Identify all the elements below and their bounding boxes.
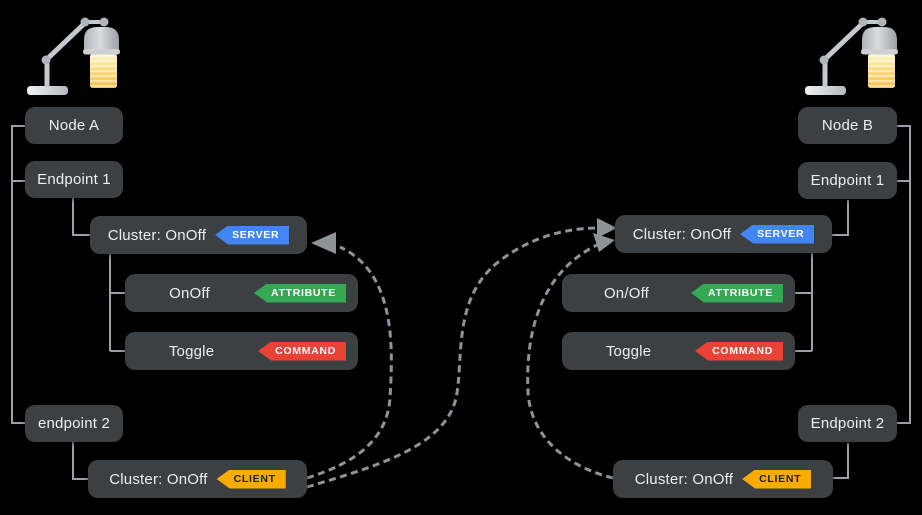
arrowhead-into-server-b-top [597, 218, 617, 238]
arrowhead-into-server-b-bottom [593, 233, 615, 252]
node-a-endpoint2-box: endpoint 2 [25, 405, 123, 442]
tree-lines-node-b [795, 125, 911, 479]
node-a-attribute-box: OnOff ATTRIBUTE [125, 274, 358, 312]
node-b-endpoint1-label: Endpoint 1 [810, 172, 885, 189]
client-role-badge: CLIENT [742, 469, 812, 489]
node-b-client-cluster-label: Cluster: OnOff [634, 470, 734, 488]
node-b-attribute-box: On/Off ATTRIBUTE [562, 274, 795, 312]
node-a-label: Node A [48, 117, 100, 134]
node-b-endpoint2-box: Endpoint 2 [798, 405, 897, 442]
node-b-client-cluster-box: Cluster: OnOff CLIENT [613, 460, 833, 498]
node-a-server-cluster-box: Cluster: OnOff SERVER [90, 216, 307, 254]
server-role-badge: SERVER [740, 224, 815, 244]
binding-curve-clientB-to-serverB [526, 243, 614, 480]
client-role-badge: CLIENT [216, 469, 286, 489]
arrowhead-into-server-a [311, 232, 336, 254]
node-b-server-cluster-box: Cluster: OnOff SERVER [615, 215, 832, 253]
attribute-kind-badge: ATTRIBUTE [690, 283, 783, 303]
node-b-box: Node B [798, 107, 897, 144]
node-b-command-label: Toggle [605, 342, 652, 360]
node-b-attribute-label: On/Off [603, 284, 650, 302]
node-b-server-cluster-label: Cluster: OnOff [632, 225, 732, 243]
node-a-endpoint1-label: Endpoint 1 [37, 171, 111, 188]
node-a-command-label: Toggle [168, 342, 215, 360]
node-b-endpoint2-label: Endpoint 2 [810, 415, 885, 432]
desk-lamp-icon-right [805, 18, 898, 96]
node-b-label: Node B [821, 117, 874, 134]
command-kind-badge: COMMAND [695, 341, 783, 361]
binding-curve-clientA-to-serverB [306, 226, 600, 489]
tree-lines-node-a [11, 125, 125, 480]
node-a-client-cluster-label: Cluster: OnOff [109, 470, 208, 488]
node-a-client-cluster-box: Cluster: OnOff CLIENT [88, 460, 307, 498]
node-a-endpoint1-box: Endpoint 1 [25, 161, 123, 198]
attribute-kind-badge: ATTRIBUTE [253, 283, 346, 303]
node-a-endpoint2-label: endpoint 2 [37, 415, 111, 432]
node-a-command-box: Toggle COMMAND [125, 332, 358, 370]
node-a-box: Node A [25, 107, 123, 144]
node-b-endpoint1-box: Endpoint 1 [798, 162, 897, 199]
server-role-badge: SERVER [215, 225, 290, 245]
command-kind-badge: COMMAND [258, 341, 346, 361]
node-a-server-cluster-label: Cluster: OnOff [107, 226, 207, 244]
desk-lamp-icon-left [27, 18, 120, 96]
node-a-attribute-label: OnOff [169, 284, 210, 302]
node-b-command-box: Toggle COMMAND [562, 332, 795, 370]
binding-curve-clientA-to-serverA [306, 245, 393, 480]
